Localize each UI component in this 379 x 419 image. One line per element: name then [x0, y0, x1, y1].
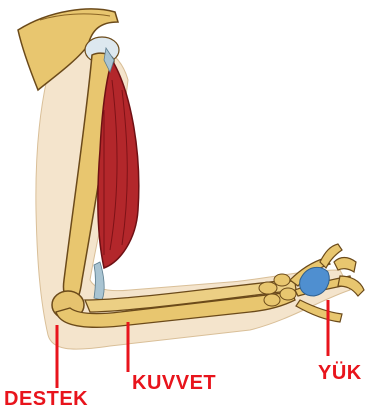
biceps-lower-tendon: [94, 262, 104, 300]
force-label: KUVVET: [132, 373, 216, 393]
support-label: DESTEK: [4, 389, 88, 409]
load-label: YÜK: [318, 363, 362, 383]
